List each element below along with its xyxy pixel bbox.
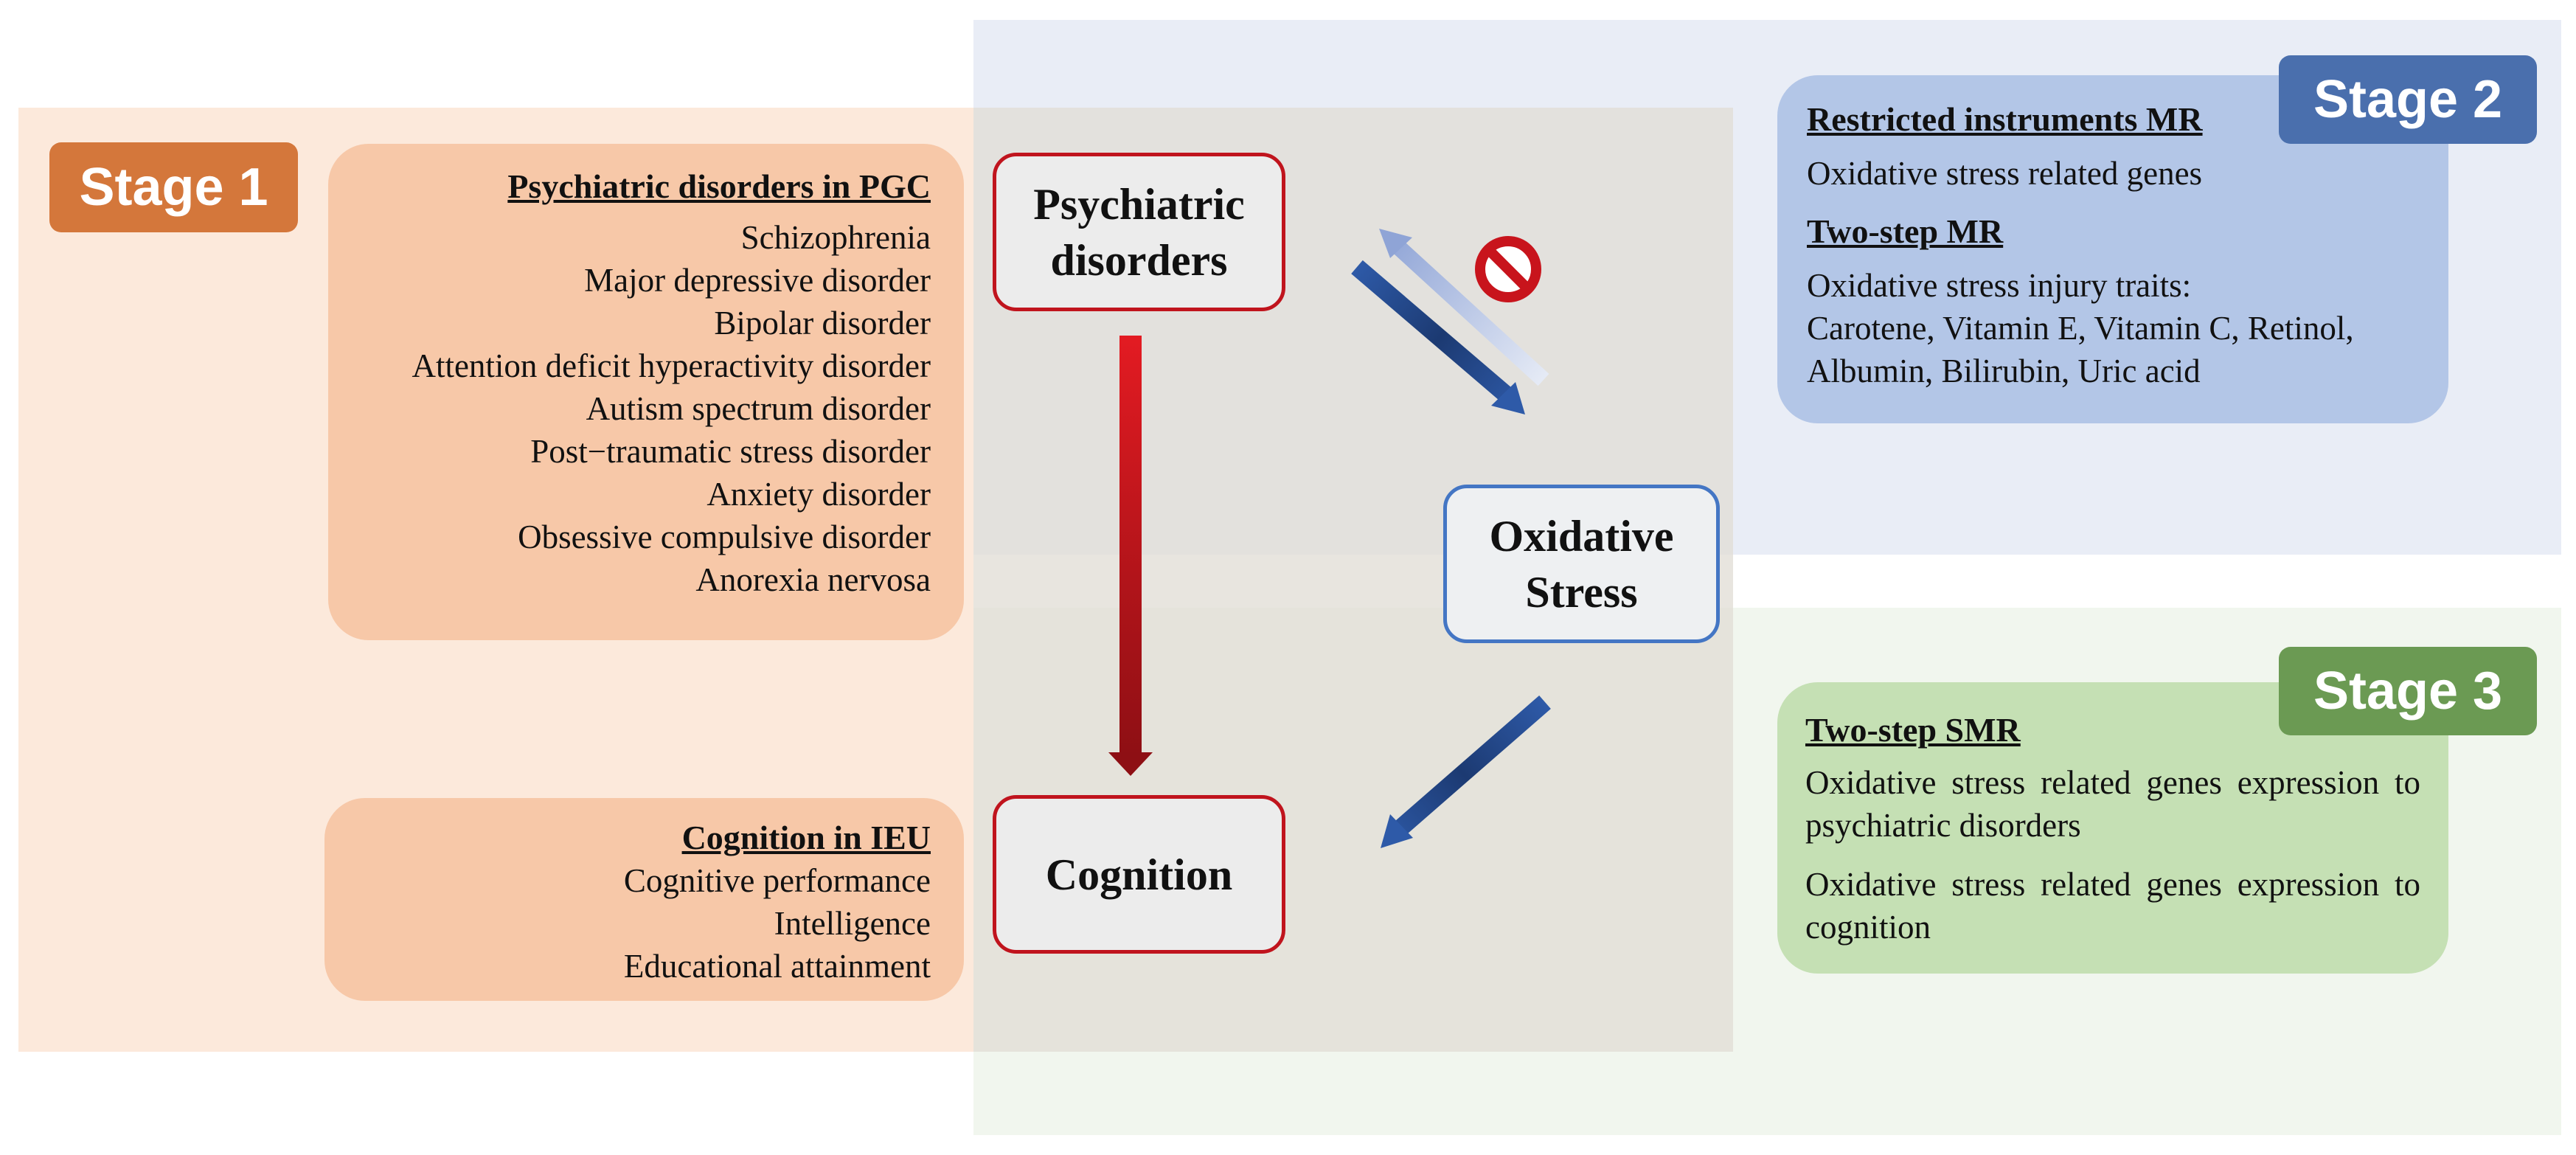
restricted-mr-item: Oxidative stress related genes bbox=[1807, 155, 2203, 192]
stage2-badge: Stage 2 bbox=[2279, 55, 2537, 144]
list-item: Intelligence bbox=[774, 905, 931, 942]
cognition-panel: Cognition in IEU Cognitive performance I… bbox=[324, 798, 964, 1001]
node-label: Stress bbox=[1525, 567, 1638, 617]
list-item: Autism spectrum disorder bbox=[586, 390, 931, 427]
traits-line: Albumin, Bilirubin, Uric acid bbox=[1807, 353, 2201, 389]
list-item: Anxiety disorder bbox=[707, 476, 931, 513]
stage2-panel: Restricted instruments MR Oxidative stre… bbox=[1777, 75, 2448, 423]
smr-item-cognition: Oxidative stress related genes expressio… bbox=[1805, 866, 2420, 946]
list-item: Bipolar disorder bbox=[714, 305, 931, 341]
cognition-heading: Cognition in IEU bbox=[681, 819, 931, 856]
disorders-heading: Psychiatric disorders in PGC bbox=[507, 167, 931, 205]
list-item: Schizophrenia bbox=[740, 219, 931, 256]
node-label: Psychiatric bbox=[1033, 179, 1245, 229]
list-item: Major depressive disorder bbox=[584, 262, 931, 299]
list-item: Educational attainment bbox=[623, 948, 931, 985]
oxidative-traits: Oxidative stress injury traits: Carotene… bbox=[1807, 264, 2448, 392]
stage1-badge: Stage 1 bbox=[49, 142, 298, 232]
node-label: disorders bbox=[1050, 235, 1228, 285]
stage3-badge: Stage 3 bbox=[2279, 647, 2537, 735]
psychiatric-disorders-node: Psychiatric disorders bbox=[993, 153, 1285, 311]
cognition-list: Cognitive performance Intelligence Educa… bbox=[324, 859, 931, 988]
list-item: Anorexia nervosa bbox=[695, 561, 931, 598]
node-label: Cognition bbox=[1045, 850, 1233, 899]
stage3-panel: Two-step SMR Oxidative stress related ge… bbox=[1777, 682, 2448, 974]
oxidative-stress-node: Oxidative Stress bbox=[1443, 485, 1720, 643]
restricted-mr-heading: Restricted instruments MR bbox=[1807, 100, 2203, 138]
list-item: Post−traumatic stress disorder bbox=[530, 433, 931, 470]
smr-item-psychiatric: Oxidative stress related genes expressio… bbox=[1805, 764, 2420, 844]
disorders-list: Schizophrenia Major depressive disorder … bbox=[328, 216, 931, 601]
cognition-node: Cognition bbox=[993, 795, 1285, 954]
traits-label: Oxidative stress injury traits: bbox=[1807, 267, 2192, 304]
list-item: Attention deficit hyperactivity disorder bbox=[412, 347, 931, 384]
psychiatric-disorders-panel: Psychiatric disorders in PGC Schizophren… bbox=[328, 144, 964, 640]
two-step-mr-heading: Two-step MR bbox=[1807, 212, 2004, 250]
list-item: Cognitive performance bbox=[623, 862, 931, 899]
list-item: Obsessive compulsive disorder bbox=[518, 518, 931, 555]
two-step-smr-heading: Two-step SMR bbox=[1805, 711, 2021, 749]
traits-line: Carotene, Vitamin E, Vitamin C, Retinol, bbox=[1807, 310, 2354, 347]
node-label: Oxidative bbox=[1489, 511, 1674, 561]
